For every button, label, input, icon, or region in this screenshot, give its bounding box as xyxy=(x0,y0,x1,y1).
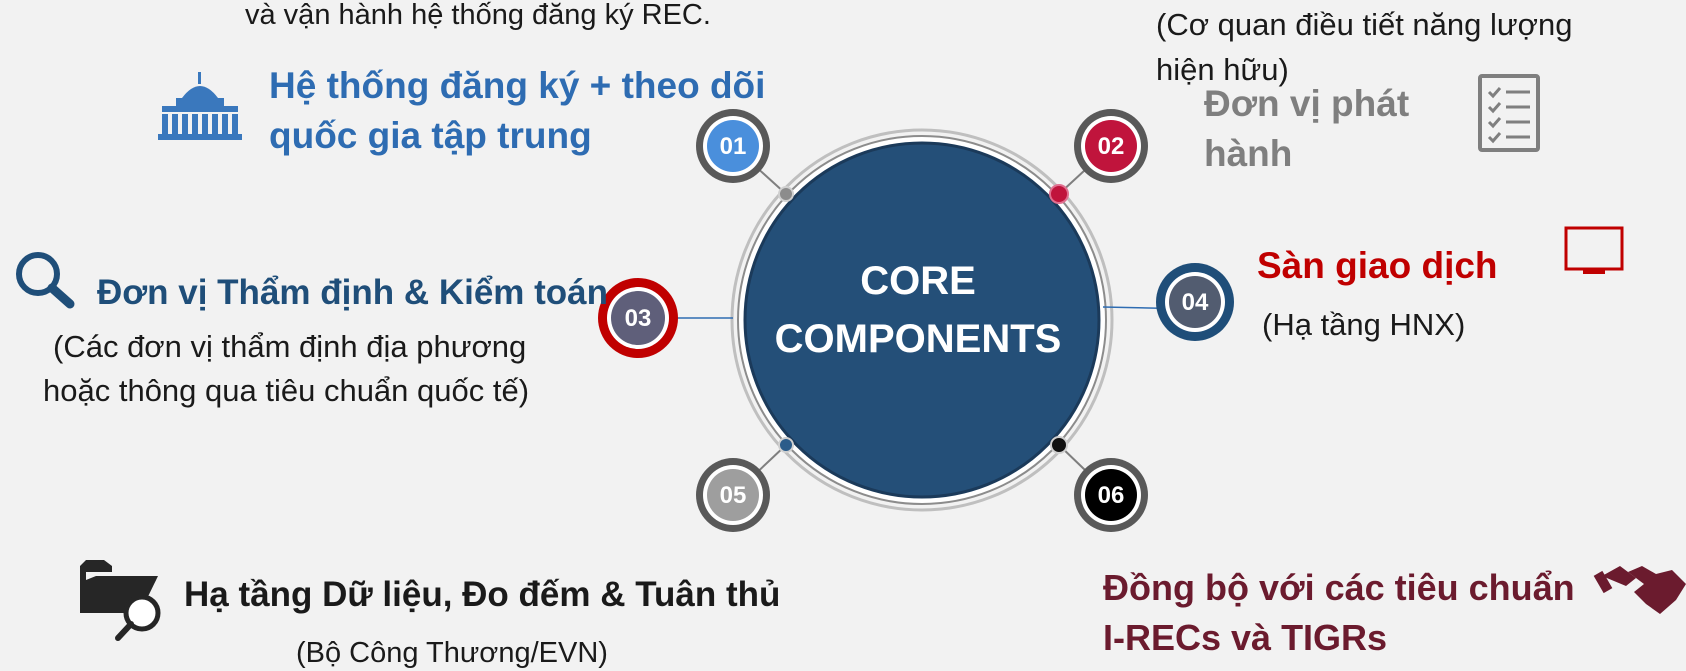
monitor-icon xyxy=(1564,226,1624,274)
badge-number-03: 03 xyxy=(625,305,652,332)
comp06-title-line1: Đồng bộ với các tiêu chuẩn xyxy=(1103,567,1575,608)
center-title-line1: CORE xyxy=(860,259,976,303)
outer-ring-inner xyxy=(737,135,1107,505)
badge-03 xyxy=(598,278,678,358)
comp02-top-line1: (Cơ quan điều tiết năng lượng xyxy=(1156,7,1573,42)
handshake-icon xyxy=(1593,566,1686,614)
folder-search-icon xyxy=(80,560,161,641)
badge-number-06: 06 xyxy=(1098,482,1125,509)
comp04-title: Sàn giao dịch xyxy=(1257,245,1498,286)
comp03-title: Đơn vị Thẩm định & Kiểm toán xyxy=(97,273,609,312)
comp02-top-line2: hiện hữu) xyxy=(1156,52,1289,87)
comp02-title-line1: Đơn vị phát xyxy=(1204,83,1410,124)
badge-01 xyxy=(696,109,770,183)
government-building-icon xyxy=(158,72,242,140)
badge-number-02: 02 xyxy=(1098,133,1125,160)
badge-number-05: 05 xyxy=(720,482,747,509)
comp05-desc: (Bộ Công Thương/EVN) xyxy=(296,637,608,669)
comp03-desc-line1: (Các đơn vị thẩm định địa phương xyxy=(53,329,527,364)
comp01-title-line2: quốc gia tập trung xyxy=(269,115,592,156)
connector-dot-01 xyxy=(778,186,794,202)
center-disk xyxy=(743,141,1101,499)
comp02-title-line2: hành xyxy=(1204,133,1293,174)
badge-05 xyxy=(696,458,770,532)
center-title-line2: COMPONENTS xyxy=(775,317,1062,361)
comp05-title: Hạ tầng Dữ liệu, Đo đếm & Tuân thủ xyxy=(184,575,781,614)
badge-number-01: 01 xyxy=(720,133,747,160)
badge-04 xyxy=(1156,263,1234,341)
magnifier-icon xyxy=(16,252,75,309)
outer-ring xyxy=(730,128,1114,512)
badge-06 xyxy=(1074,458,1148,532)
comp01-top-text: và vận hành hệ thống đăng ký REC. xyxy=(245,0,711,31)
connector-dot-05 xyxy=(778,437,794,453)
comp03-desc-line2: hoặc thông qua tiêu chuẩn quốc tế) xyxy=(43,373,530,408)
connector-dot-06 xyxy=(1050,436,1068,454)
comp01-title-line1: Hệ thống đăng ký + theo dõi xyxy=(269,65,766,106)
checklist-icon xyxy=(1478,74,1540,152)
comp06-title-line2: I-RECs và TIGRs xyxy=(1103,617,1388,658)
badge-number-04: 04 xyxy=(1182,289,1209,316)
comp04-desc: (Hạ tầng HNX) xyxy=(1262,307,1466,342)
badge-02 xyxy=(1074,109,1148,183)
connector-dot-02 xyxy=(1049,184,1069,204)
